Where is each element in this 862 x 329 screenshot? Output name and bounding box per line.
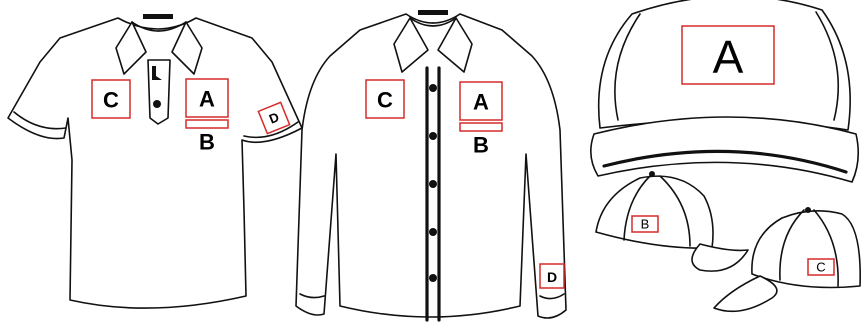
cap-right-visor bbox=[714, 276, 777, 311]
cap-right-crown bbox=[752, 211, 860, 288]
dress-shirt-neck-label bbox=[418, 10, 448, 15]
polo-neck-label bbox=[143, 14, 173, 19]
cap-front-visor bbox=[591, 117, 858, 182]
dress-shirt-button bbox=[429, 274, 437, 282]
cap-right-zone-c-label: C bbox=[816, 260, 825, 275]
cap-left-crown bbox=[596, 176, 713, 248]
dress-shirt-button bbox=[429, 228, 437, 236]
dress-shirt-button bbox=[429, 180, 437, 188]
polo-placket bbox=[148, 60, 170, 124]
dress-shirt-zone-b-label: B bbox=[473, 133, 489, 158]
dress-shirt-zone-a-label: A bbox=[473, 90, 489, 115]
dress-shirt: C A B D bbox=[296, 10, 566, 320]
cap-left-button bbox=[649, 171, 655, 177]
cap-right-button bbox=[805, 207, 811, 213]
polo-zone-b-label: B bbox=[199, 130, 215, 155]
dress-shirt-zone-c-label: C bbox=[377, 88, 393, 113]
cap-front: A bbox=[591, 0, 858, 182]
polo-zone-b bbox=[186, 120, 228, 128]
polo-button bbox=[153, 100, 161, 108]
dress-shirt-zone-b bbox=[460, 123, 502, 131]
dress-shirt-button bbox=[429, 84, 437, 92]
cap-left-side: B bbox=[596, 171, 748, 271]
polo-zone-a-label: A bbox=[199, 87, 215, 112]
dress-shirt-body bbox=[296, 14, 566, 318]
cap-left-zone-b-label: B bbox=[641, 217, 650, 232]
dress-shirt-button bbox=[429, 132, 437, 140]
polo-shirt: C A B D bbox=[8, 14, 302, 308]
dress-shirt-zone-d-label: D bbox=[547, 269, 557, 285]
cap-left-visor bbox=[692, 244, 748, 271]
cap-front-zone-a-label: A bbox=[713, 31, 744, 83]
polo-zone-c-label: C bbox=[103, 88, 119, 113]
